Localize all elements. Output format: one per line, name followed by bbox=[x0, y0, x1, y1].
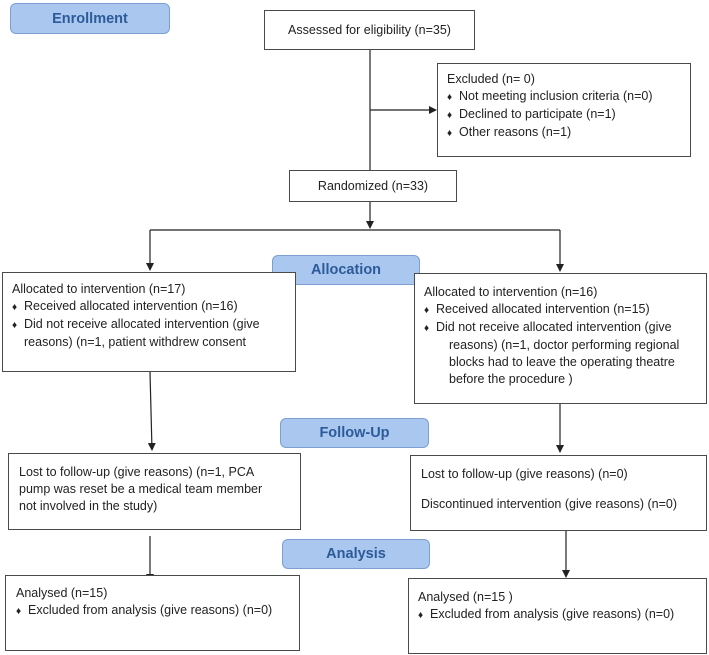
right-analysis-item: ♦Excluded from analysis (give reasons) (… bbox=[418, 606, 706, 624]
randomized-text: Randomized (n=33) bbox=[317, 178, 429, 193]
left-analysis-box: Analysed (n=15) ♦Excluded from analysis … bbox=[5, 575, 300, 651]
stage-label-followup: Follow-Up bbox=[280, 418, 429, 448]
left-analysis-title: Analysed (n=15) bbox=[16, 586, 108, 600]
assessed-box: Assessed for eligibility (n=35) bbox=[264, 10, 475, 50]
left-allocation-box: Allocated to intervention (n=17) ♦Receiv… bbox=[2, 272, 296, 372]
right-allocation-item-continued: reasons) (n=1, doctor performing regiona… bbox=[449, 338, 680, 352]
right-allocation-item: ♦Received allocated intervention (n=15) bbox=[424, 301, 706, 319]
left-allocation-item: ♦Received allocated intervention (n=16) bbox=[12, 298, 295, 316]
bullet-icon: ♦ bbox=[424, 305, 430, 316]
left-followup-text: pump was reset be a medical team member bbox=[19, 482, 263, 496]
bullet-icon: ♦ bbox=[424, 323, 430, 334]
bullet-icon: ♦ bbox=[447, 110, 453, 121]
randomized-box: Randomized (n=33) bbox=[289, 170, 457, 202]
right-allocation-title: Allocated to intervention (n=16) bbox=[424, 285, 598, 299]
bullet-icon: ♦ bbox=[12, 302, 18, 313]
right-analysis-title: Analysed (n=15 ) bbox=[418, 590, 513, 604]
bullet-icon: ♦ bbox=[12, 320, 18, 331]
right-allocation-box: Allocated to intervention (n=16) ♦Receiv… bbox=[414, 273, 707, 404]
right-followup-discontinued: Discontinued intervention (give reasons)… bbox=[421, 497, 678, 511]
left-allocation-item: ♦Did not receive allocated intervention … bbox=[12, 316, 295, 334]
excluded-box: Excluded (n= 0) ♦Not meeting inclusion c… bbox=[437, 63, 691, 157]
left-allocation-item-continued: reasons) (n=1, patient withdrew consent bbox=[24, 335, 246, 349]
stage-label-enrollment: Enrollment bbox=[10, 3, 170, 34]
left-followup-text: not involved in the study) bbox=[19, 499, 158, 513]
right-allocation-item-continued: before the procedure ) bbox=[449, 372, 573, 386]
stage-label-allocation: Allocation bbox=[272, 255, 420, 285]
bullet-icon: ♦ bbox=[447, 128, 453, 139]
excluded-item: ♦Not meeting inclusion criteria (n=0) bbox=[447, 88, 690, 106]
stage-label-analysis: Analysis bbox=[282, 539, 430, 569]
left-analysis-item: ♦Excluded from analysis (give reasons) (… bbox=[16, 602, 299, 620]
excluded-item: ♦Other reasons (n=1) bbox=[447, 124, 690, 142]
assessed-text: Assessed for eligibility (n=35) bbox=[288, 22, 451, 37]
left-followup-box: Lost to follow-up (give reasons) (n=1, P… bbox=[8, 453, 301, 530]
connector-left-alloc-followup bbox=[147, 371, 156, 451]
right-analysis-box: Analysed (n=15 ) ♦Excluded from analysis… bbox=[408, 578, 707, 654]
right-followup-box: Lost to follow-up (give reasons) (n=0) D… bbox=[410, 455, 707, 531]
right-followup-lost: Lost to follow-up (give reasons) (n=0) bbox=[421, 467, 628, 481]
bullet-icon: ♦ bbox=[418, 610, 424, 621]
excluded-title: Excluded (n= 0) bbox=[447, 72, 535, 86]
excluded-item: ♦Declined to participate (n=1) bbox=[447, 106, 690, 124]
left-followup-text: Lost to follow-up (give reasons) (n=1, P… bbox=[19, 465, 255, 479]
right-allocation-item: ♦Did not receive allocated intervention … bbox=[424, 319, 706, 337]
bullet-icon: ♦ bbox=[447, 92, 453, 103]
right-allocation-item-continued: blocks had to leave the operating theatr… bbox=[449, 355, 675, 369]
left-allocation-title: Allocated to intervention (n=17) bbox=[12, 282, 186, 296]
bullet-icon: ♦ bbox=[16, 606, 22, 617]
